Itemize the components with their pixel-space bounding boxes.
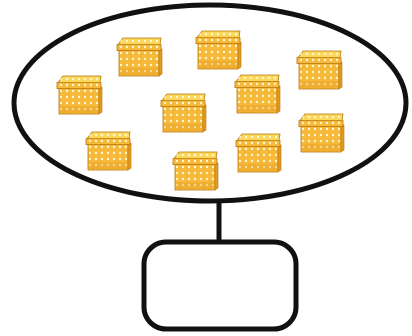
gift-box-icon <box>234 74 281 114</box>
gift-box-icon <box>195 30 242 70</box>
gift-box-icon <box>116 37 163 77</box>
answer-box[interactable] <box>141 239 299 332</box>
gift-box-icon <box>56 75 103 115</box>
gift-box-icon <box>296 50 343 90</box>
gift-box-icon <box>85 131 132 171</box>
gift-box-icon <box>298 113 345 153</box>
gift-box-icon <box>235 133 282 173</box>
gift-box-icon <box>160 93 207 133</box>
gift-box-group <box>56 30 345 191</box>
gift-box-icon <box>172 151 219 191</box>
